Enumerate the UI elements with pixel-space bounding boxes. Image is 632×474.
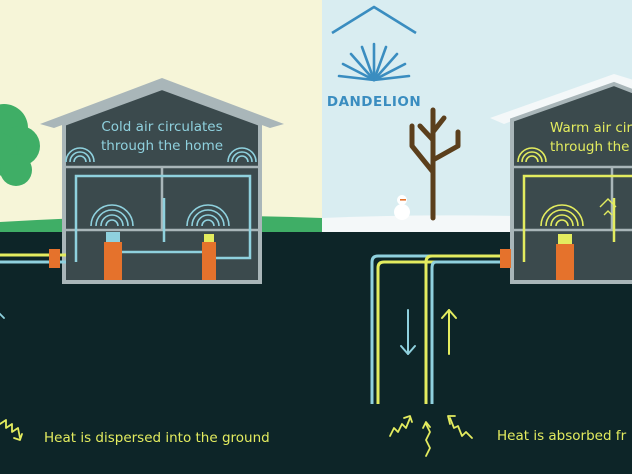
winter-house-caption-line1: Warm air circ: [550, 120, 632, 136]
air-waves-icon: [186, 204, 230, 227]
flow-down-arrow-icon: [400, 309, 416, 355]
heat-arrow-icon: [0, 312, 5, 319]
dandelion-logo: DANDELION: [327, 5, 421, 110]
winter-ground-caption: Heat is absorbed fr: [497, 428, 627, 444]
heat-absorption-arrow-icon: [389, 415, 413, 437]
winter-house-ducts: [522, 174, 632, 262]
summer-airflow-icons: [65, 147, 257, 227]
dandelion-burst-icon: [337, 42, 411, 82]
winter-house-caption-line2: through the: [550, 139, 630, 155]
heat-pump-unit: [556, 244, 574, 280]
logo-roof-icon: [331, 5, 417, 35]
summer-ground-caption: Heat is dispersed into the ground: [44, 430, 270, 446]
snowman: [394, 195, 410, 220]
heat-pump-unit: [104, 242, 122, 280]
bare-tree: [409, 107, 461, 221]
summer-house-caption-line1: Cold air circulates: [101, 119, 222, 135]
winter-airflow-icons: [517, 147, 584, 227]
air-waves-icon: [90, 204, 134, 227]
winter-house: Warm air circ through the: [490, 74, 632, 284]
summer-house: Cold air circulates through the home: [40, 78, 284, 284]
air-waves-icon: [65, 147, 95, 163]
air-waves-icon: [227, 147, 257, 163]
air-waves-icon: [517, 147, 547, 163]
heat-dispersal-arrow-icon: [0, 419, 23, 441]
summer-house-caption-line2: through the home: [101, 138, 223, 154]
flow-up-arrow-icon: [441, 309, 457, 355]
summer-connector: [49, 249, 60, 268]
heat-absorption-arrow-icon: [447, 415, 473, 439]
green-bush: [0, 104, 40, 186]
winter-house-body: [510, 81, 632, 284]
air-waves-icon: [540, 204, 584, 227]
heat-absorption-arrow-icon: [422, 421, 431, 457]
brand-name: DANDELION: [327, 94, 421, 110]
summer-house-ducts: [74, 174, 252, 262]
ground-loop-pipes: [370, 254, 504, 404]
tank-unit: [202, 242, 216, 280]
winter-connector: [500, 249, 511, 268]
heat-absorption-arrows: [389, 415, 473, 457]
winter-house-snowy-roof: [490, 74, 632, 124]
